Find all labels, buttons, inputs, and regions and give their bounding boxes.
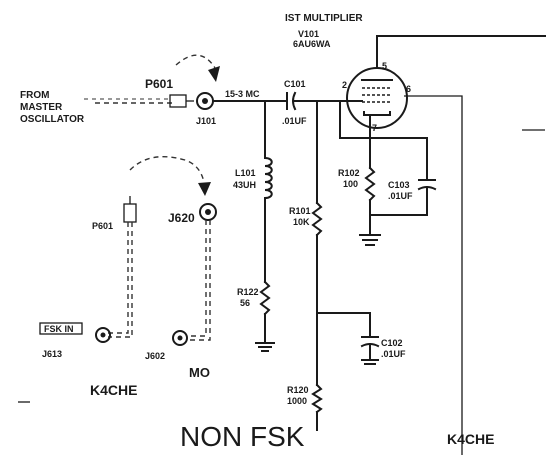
pin-2-label: 2 [342,80,347,90]
p601-left-label: P601 [92,221,113,231]
c102-ref: C102 [381,338,403,348]
tube-ref: V101 [298,29,319,39]
resistor-r101: R101 10K [289,201,323,237]
c103-lead-bottom [369,186,428,216]
ground-left [255,342,275,352]
ground-cathode [359,234,381,246]
pin-7-label: 7 [372,123,377,133]
p601-top-label: P601 [145,77,173,91]
r122-value: 56 [240,298,250,308]
c103-ref: C103 [388,180,410,190]
source-line-1: FROM [20,90,49,101]
mo-label: MO [189,365,210,380]
inductor-l101: L101 43UH [233,156,273,200]
c101-plate-b [292,91,297,111]
j101-label: J101 [196,116,216,126]
jack-j602-center [177,335,183,341]
c101-ref: C101 [284,79,306,89]
tube-title: IST MULTIPLIER [285,13,363,24]
c101-value: .01UF [282,116,307,126]
c103-value: .01UF [388,191,413,201]
jack-j620-center [205,209,211,215]
capacitor-c103: C103 .01UF [369,137,437,216]
r102-body [364,166,376,202]
r101-body [311,201,323,237]
tube-type: 6AU6WA [293,39,331,49]
jumper-left-b [108,222,133,338]
jack-j602-outer [172,330,188,346]
plug-p601-body [169,94,187,108]
l101-value: 43UH [233,180,256,190]
resistor-r102: R102 100 [338,166,376,202]
source-line-3: OSCILLATOR [20,114,85,125]
ground-c102 [361,359,379,365]
pin-5-label: 5 [382,61,387,71]
l101-ref: L101 [235,168,256,178]
plug-p601-left-body [123,203,137,223]
capacitor-c102: C102 .01UF [360,312,406,361]
jack-j602: J602 [145,330,188,361]
source-label: FROM MASTER OSCILLATOR [20,90,85,125]
capacitor-c101: C101 .01UF [282,79,307,126]
arrow-head-top [208,66,220,82]
fsk-in-box [39,322,83,335]
jumper-right-b [186,220,211,341]
pin-6-label: 6 [406,84,411,94]
jumper-left-a [108,222,129,334]
l101-coil [263,156,273,200]
r102-ref: R102 [338,168,360,178]
jumper-right-a [186,220,207,337]
j620-label: J620 [168,211,195,225]
r120-body [311,383,323,414]
callsign-left: K4CHE [90,382,137,398]
resistor-r120: R120 1000 [287,383,323,414]
jack-j620: J620 [168,203,217,225]
r120-value: 1000 [287,396,307,406]
r120-ref: R120 [287,385,309,395]
tube-cathode [363,111,391,116]
tube-v101: IST MULTIPLIER V101 6AU6WA 5 2 6 7 [285,13,411,133]
arrow-head-left [198,182,211,196]
screen-lead [404,95,463,455]
source-line-2: MASTER [20,102,63,113]
r102-value: 100 [343,179,358,189]
freq-label: 15-3 MC [225,89,260,99]
resistor-r122: R122 56 [237,280,271,316]
plug-p601-top: P601 [145,77,194,108]
c102-value: .01UF [381,349,406,359]
jack-j101: J101 [196,92,216,126]
r101-value: 10K [293,217,310,227]
tube-envelope [346,67,408,129]
plug-p601-left: P601 [92,196,137,231]
jack-j613-outer [95,327,111,343]
r122-body [259,280,271,316]
jack-j101-center [202,98,208,104]
diagram-title: NON FSK [180,421,305,452]
jack-j620-outer [199,203,217,221]
plug-arrow-top [175,54,216,69]
plug-arrow-left [129,156,205,183]
grid-cathode-tie [339,100,371,139]
jack-j613: FSK IN J613 [39,322,111,359]
j602-label: J602 [145,351,165,361]
fsk-in-label: FSK IN [44,324,74,334]
j613-label: J613 [42,349,62,359]
plate-lead [376,35,546,69]
r101-ref: R101 [289,206,311,216]
callsign-right: K4CHE [447,431,494,447]
r122-ref: R122 [237,287,259,297]
jack-j613-center [100,332,106,338]
